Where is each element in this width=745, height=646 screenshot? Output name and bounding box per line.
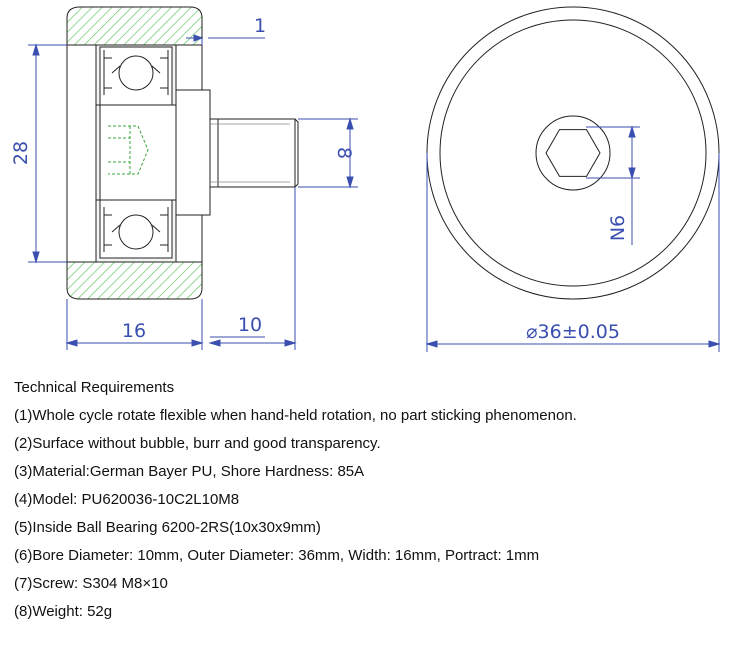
dim-hex: N6 (607, 215, 629, 241)
hex-socket-hidden (108, 125, 149, 175)
ball-bottom (118, 214, 154, 250)
bearing-inner-ring (99, 104, 177, 201)
hub-circle (535, 115, 611, 191)
side-section-view (66, 6, 299, 300)
technical-requirements: Technical Requirements (1)Whole cycle ro… (14, 376, 734, 627)
front-view-dimensions (425, 125, 721, 352)
pu-tyre-bottom-hatch (66, 261, 203, 300)
shaft-hub (175, 89, 211, 216)
wheel-inner-circle (439, 19, 707, 287)
dim-diameter: ⌀36±0.05 (526, 321, 620, 343)
screw (209, 118, 299, 188)
requirements-title: Technical Requirements (14, 379, 175, 396)
hex-socket (545, 129, 601, 177)
dim-portract: 1 (254, 15, 266, 37)
dim-screw-length: 10 (238, 314, 262, 336)
technical-drawing: 1 28 8 16 10 N6 ⌀36±0.05 (10, 6, 721, 352)
requirement-item: (4)Model: PU620036-10C2L10M8 (14, 491, 240, 508)
pu-tyre-top-hatch (66, 6, 203, 46)
dim-thread: 8 (333, 147, 355, 159)
front-view (426, 6, 720, 300)
requirement-item: (2)Surface without bubble, burr and good… (14, 435, 381, 452)
requirement-item: (3)Material:German Bayer PU, Shore Hardn… (14, 463, 365, 480)
requirement-item: (6)Bore Diameter: 10mm, Outer Diameter: … (14, 547, 540, 564)
requirement-item: (8)Weight: 52g (14, 603, 113, 620)
dim-width: 16 (122, 320, 146, 342)
side-view-dimensions (28, 34, 358, 350)
dim-height: 28 (10, 141, 32, 165)
ball-top (118, 55, 154, 91)
requirement-item: (5)Inside Ball Bearing 6200-2RS(10x30x9m… (14, 519, 321, 536)
requirement-item: (7)Screw: S304 M8×10 (14, 575, 168, 592)
requirement-item: (1)Whole cycle rotate flexible when hand… (14, 407, 577, 424)
